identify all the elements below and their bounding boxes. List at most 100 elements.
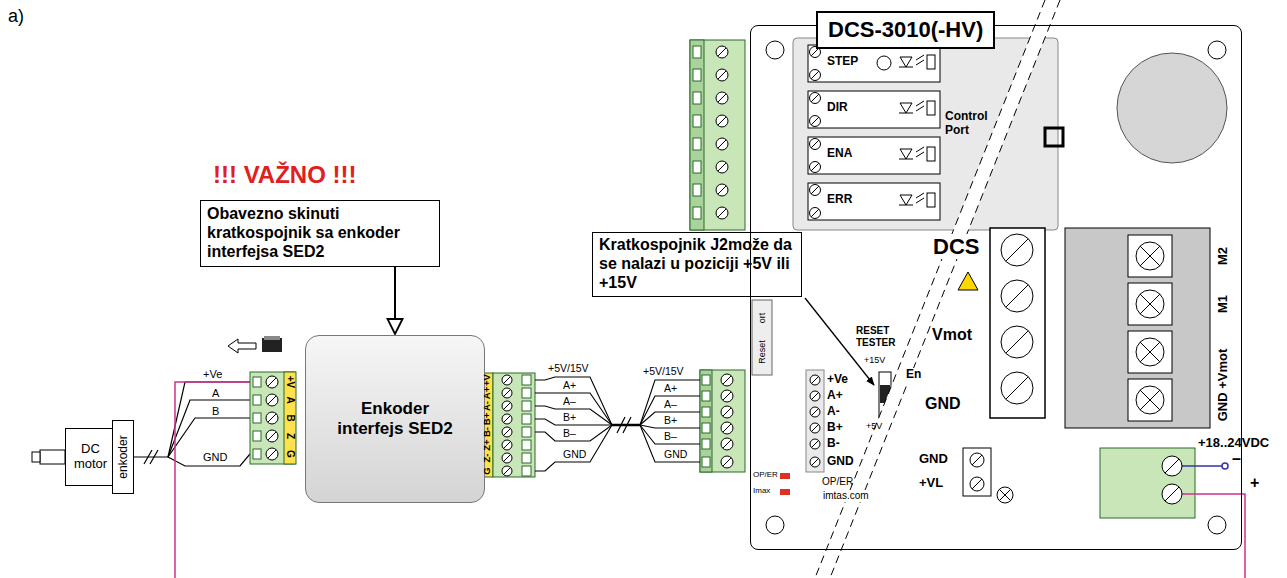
interface-cable xyxy=(640,380,700,425)
terminal-screws xyxy=(1162,456,1182,476)
terminal-screws xyxy=(693,115,701,127)
leader-arrow xyxy=(805,298,874,385)
terminal-screws xyxy=(253,377,261,387)
terminal-screws xyxy=(723,440,731,448)
optocoupler-symbols xyxy=(899,103,913,113)
terminal-screws xyxy=(721,422,733,434)
board-marking: GND xyxy=(925,395,961,413)
pin-name: G xyxy=(482,467,493,474)
control-port-boxes xyxy=(808,45,940,220)
terminal-screws xyxy=(702,423,710,433)
terminal-screws xyxy=(502,440,512,450)
warning-heading: !!! VAŽNO !!! xyxy=(213,161,357,189)
terminal-screws xyxy=(811,140,819,148)
board-marking: OP/ER xyxy=(822,476,853,488)
terminal-screws xyxy=(972,479,982,489)
board-marking: + xyxy=(1250,474,1259,492)
pin-name: A+ xyxy=(482,387,493,399)
signal-name: Control Port xyxy=(945,110,990,138)
wire-name: B xyxy=(212,405,219,418)
terminal-screws xyxy=(268,432,276,440)
board-title: DCS-3010(-HV) xyxy=(816,11,995,49)
terminal-screws xyxy=(999,489,1010,500)
motor-box: DC motor xyxy=(65,428,116,486)
board-plate xyxy=(1208,41,1226,59)
terminal-screws xyxy=(253,449,261,459)
pin-name: B+ xyxy=(827,421,843,435)
terminal-screws xyxy=(812,409,819,416)
terminal-screws xyxy=(811,94,819,102)
terminal-screws xyxy=(721,456,733,468)
terminal-screws xyxy=(702,375,710,385)
terminal-screws xyxy=(502,414,512,424)
terminal-screws xyxy=(522,427,531,437)
signal-name: DIR xyxy=(827,101,848,115)
terminal-screws xyxy=(810,70,821,81)
terminal-screws xyxy=(812,425,819,432)
terminal-screws xyxy=(716,138,728,150)
encoder-cable xyxy=(168,454,250,466)
control-port-boxes xyxy=(808,91,940,128)
terminal-screws xyxy=(723,408,731,416)
board-plate xyxy=(1045,128,1063,146)
wire-name: A– xyxy=(563,395,576,407)
wire-name: GND xyxy=(563,448,586,460)
terminal-screws xyxy=(811,186,819,194)
control-terminal-block xyxy=(690,40,745,230)
terminal-screws xyxy=(693,92,701,104)
interface-cable xyxy=(640,425,700,428)
interface-cable xyxy=(535,393,612,425)
terminal-screws xyxy=(522,401,531,411)
terminal-screws xyxy=(997,487,1013,503)
terminal-screws xyxy=(502,388,512,398)
terminal-screws xyxy=(811,48,819,56)
supply-terminal xyxy=(963,448,991,496)
pin-name: B+ xyxy=(482,413,493,425)
terminal-screws xyxy=(502,375,512,385)
terminal-screws xyxy=(970,477,984,491)
terminal-screws xyxy=(522,466,531,476)
driver-board: DCS-3010(-HV) xyxy=(750,25,1242,550)
board-marking: +VL xyxy=(919,476,943,491)
sed2-left-terminal xyxy=(284,372,296,464)
terminal-screws xyxy=(723,424,731,432)
status-leds xyxy=(780,489,790,495)
jumper-callout: Kratkospojnik J2može da se nalazi u pozi… xyxy=(592,232,802,297)
terminal-screws xyxy=(1140,342,1160,362)
board-marking: ort xyxy=(757,313,767,324)
pin-name: A+ xyxy=(827,389,843,403)
interface-cable xyxy=(535,377,612,425)
terminal-screws xyxy=(810,375,820,385)
terminal-screws xyxy=(268,450,276,458)
terminal-screws xyxy=(693,138,701,150)
control-terminal-block xyxy=(690,40,745,230)
pin-name: A- xyxy=(482,401,493,411)
pin-name: +V xyxy=(284,376,296,389)
node-text: Enkoder interfejs SED2 xyxy=(334,399,456,440)
terminal-screws xyxy=(1140,294,1160,314)
terminal-screws xyxy=(1001,234,1033,266)
optocoupler-symbols xyxy=(916,147,924,157)
terminal-screws xyxy=(716,115,728,127)
wire-name: B– xyxy=(664,430,677,442)
node-text: enkoder xyxy=(116,435,130,478)
supply-wires xyxy=(1172,463,1245,578)
board-marking: En xyxy=(905,368,922,382)
terminal-screws xyxy=(1165,487,1179,501)
board-marking: +18..24VDC xyxy=(1198,436,1269,451)
wire-name: B+ xyxy=(664,414,677,426)
terminal-screws xyxy=(1001,326,1033,358)
terminal-screws xyxy=(810,208,821,219)
removed-jumper xyxy=(228,339,256,353)
terminal-screws xyxy=(1006,331,1028,353)
interface-module: Enkoder interfejs SED2 xyxy=(305,335,485,503)
terminal-screws xyxy=(723,376,731,384)
board-plate xyxy=(1208,516,1226,534)
terminal-screws xyxy=(1136,290,1164,318)
board-plate xyxy=(1117,53,1227,163)
board-marking: RESET xyxy=(856,325,889,337)
terminal-screws xyxy=(718,163,726,171)
terminal-screws xyxy=(972,455,982,465)
terminal-screws xyxy=(702,407,710,417)
board-marking: OP/ER xyxy=(753,470,778,479)
